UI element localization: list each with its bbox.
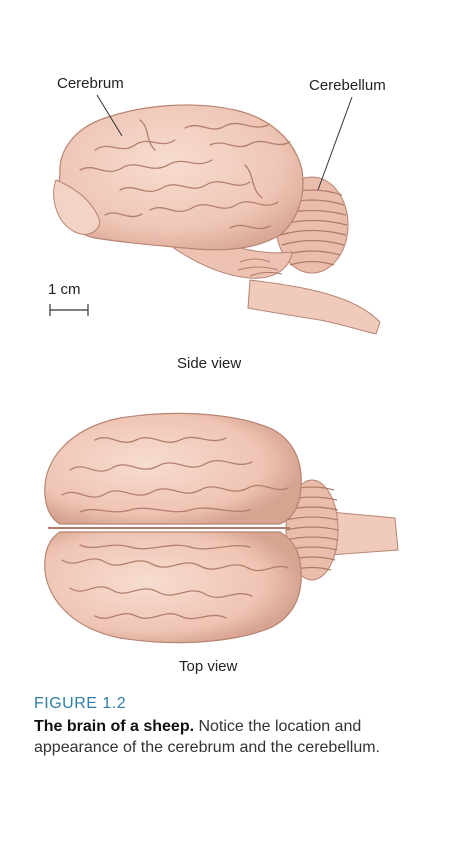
caption-text: Notice the location and appearance of th… (34, 718, 380, 756)
scale-bar (49, 304, 89, 316)
top-view-brain (44, 412, 399, 644)
side-view-brain (53, 104, 381, 335)
leader-line-cerebellum (317, 96, 353, 191)
leader-line-cerebrum (96, 94, 123, 137)
label-cerebrum: Cerebrum (57, 75, 124, 92)
side-view-caption: Side view (177, 355, 242, 372)
brainstem-top (329, 511, 399, 556)
caption-bold: The brain of a sheep. (34, 718, 195, 735)
figure-number: FIGURE 1.2 (34, 695, 127, 712)
hemisphere-lower (44, 531, 302, 644)
brainstem-side (247, 279, 381, 335)
label-cerebellum: Cerebellum (309, 77, 386, 94)
top-view-caption: Top view (179, 658, 238, 675)
figure-caption: The brain of a sheep. Notice the locatio… (34, 716, 414, 758)
scale-bar-label: 1 cm (48, 281, 81, 298)
hemisphere-upper (44, 412, 302, 525)
